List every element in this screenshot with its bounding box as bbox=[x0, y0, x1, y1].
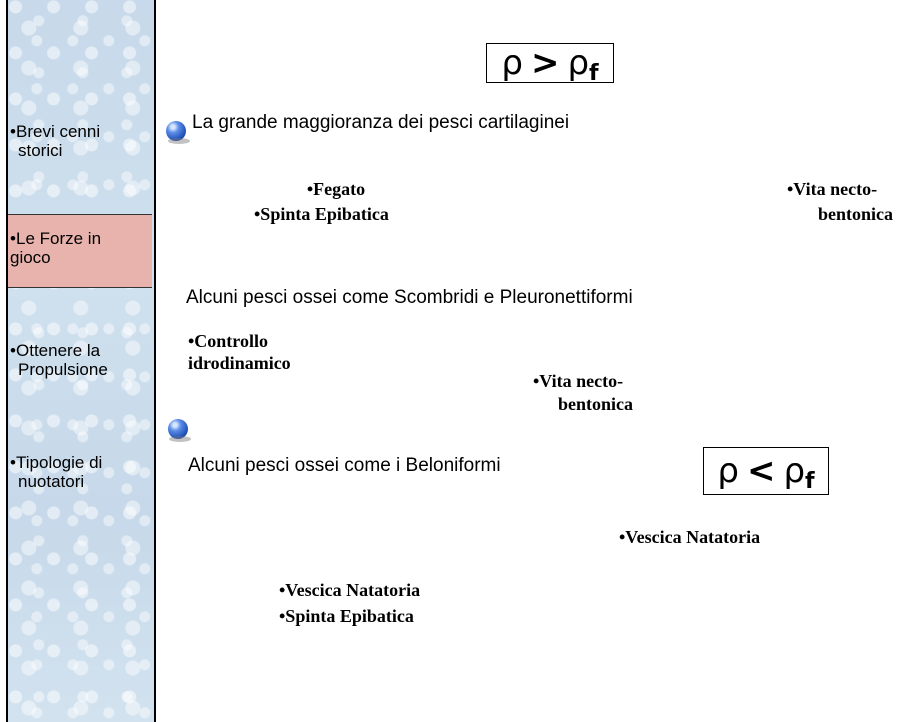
rho-symbol: ρ bbox=[783, 451, 806, 491]
rho-symbol: ρ bbox=[567, 43, 590, 83]
sidebar-active-highlight bbox=[8, 214, 152, 288]
bullet-vita-necto-2-line2: bentonica bbox=[558, 394, 634, 414]
sidebar-item-label-line1: Tipologie di bbox=[16, 453, 103, 472]
bullet-spinta-epibatica-2: •Spinta Epibatica bbox=[279, 606, 414, 626]
bullet-vescica-natatoria-right: •Vescica Natatoria bbox=[619, 527, 761, 547]
greater-than-symbol: > bbox=[530, 43, 560, 83]
bullet: • bbox=[10, 453, 16, 472]
sphere-shadow bbox=[168, 138, 190, 144]
bullet-vescica-natatoria-left: •Vescica Natatoria bbox=[279, 580, 421, 600]
rho-symbol: ρ bbox=[717, 451, 739, 491]
bullet-vita-necto-2-line1: •Vita necto- bbox=[533, 371, 624, 391]
blue-sphere-icon bbox=[168, 419, 188, 439]
rho-symbol: ρ bbox=[501, 43, 523, 83]
sidebar-item-label-line2: storici bbox=[18, 141, 63, 160]
subscript-f: f bbox=[589, 60, 599, 86]
bullet-controllo-line2: idrodinamico bbox=[188, 353, 291, 373]
statement-scombridi: Alcuni pesci ossei come Scombridi e Pleu… bbox=[186, 287, 633, 308]
bullet: • bbox=[10, 341, 16, 360]
sidebar-item-le-forze[interactable]: • Le Forze in gioco bbox=[10, 229, 154, 267]
bullet-spinta-epibatica: •Spinta Epibatica bbox=[254, 204, 389, 224]
blue-sphere-icon bbox=[166, 121, 186, 141]
sidebar-item-label-line2: gioco bbox=[10, 248, 51, 267]
sidebar-nav: • Brevi cenni storici • Le Forze in gioc… bbox=[6, 0, 156, 722]
subscript-f: f bbox=[805, 468, 815, 494]
sidebar-item-brevi-cenni[interactable]: • Brevi cenni storici bbox=[10, 122, 154, 160]
sidebar-item-label-line2: nuotatori bbox=[18, 472, 85, 491]
less-than-symbol: < bbox=[746, 451, 776, 491]
bullet-vita-necto-line2: bentonica bbox=[818, 204, 894, 224]
sidebar-item-label-line1: Ottenere la bbox=[16, 341, 101, 360]
statement-cartilaginei: La grande maggioranza dei pesci cartilag… bbox=[192, 112, 570, 133]
bullet-vita-necto-line1: •Vita necto- bbox=[787, 179, 878, 199]
sidebar-item-ottenere-propulsione[interactable]: • Ottenere la Propulsione bbox=[10, 341, 154, 379]
statement-beloniformi: Alcuni pesci ossei come i Beloniformi bbox=[188, 455, 501, 476]
sphere-shadow bbox=[169, 436, 191, 442]
bullet-controllo-line1: •Controllo bbox=[188, 331, 268, 351]
sidebar-item-tipologie[interactable]: • Tipologie di nuotatori bbox=[10, 453, 154, 491]
bullet-fegato: •Fegato bbox=[306, 179, 366, 199]
bullet: • bbox=[10, 229, 16, 248]
sidebar-item-label-line1: Brevi cenni bbox=[16, 122, 101, 141]
sidebar-item-label-line1: Le Forze in bbox=[16, 229, 102, 248]
bullet: • bbox=[10, 122, 16, 141]
sidebar-item-label-line2: Propulsione bbox=[18, 360, 108, 379]
